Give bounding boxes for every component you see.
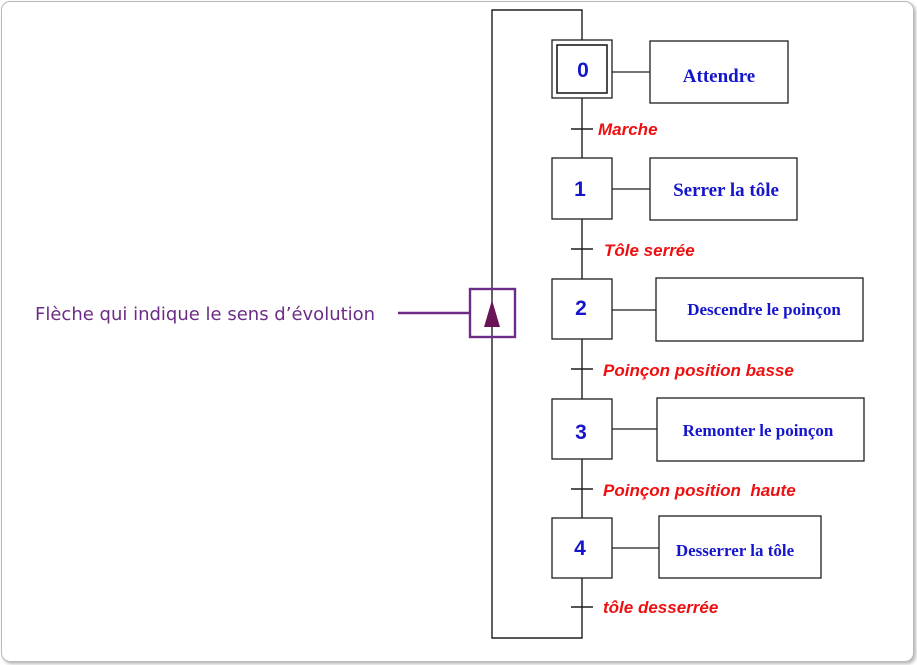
transition-0-label: Marche	[598, 120, 658, 139]
evolution-annotation: Flèche qui indique le sens d’évolution	[35, 287, 517, 339]
step-1-box	[551, 157, 613, 220]
transition-1: Tôle serrée	[571, 241, 695, 260]
step-0-outer-box	[551, 39, 613, 99]
transition-4-label: tôle desserrée	[603, 598, 718, 617]
transition-1-label: Tôle serrée	[604, 241, 695, 260]
step-2-number: 2	[575, 297, 587, 320]
step-4-action: Desserrer la tôle	[676, 541, 795, 560]
step-0-action: Attendre	[683, 66, 755, 87]
annotation-text: Flèche qui indique le sens d’évolution	[35, 304, 375, 325]
step-3-box	[551, 398, 613, 460]
step-1-action-box	[649, 157, 798, 221]
step-0-action-box	[649, 40, 789, 104]
step-4-number: 4	[574, 537, 586, 560]
annotation-arrow-box	[468, 287, 517, 339]
transition-4: tôle desserrée	[571, 598, 718, 617]
step-0: 0 Attendre	[551, 39, 789, 104]
step-3: 3 Remonter le poinçon	[551, 397, 865, 462]
transition-0: Marche	[571, 120, 658, 139]
step-3-number: 3	[575, 421, 587, 444]
step-2-action: Descendre le poinçon	[687, 300, 841, 319]
transition-2-label: Poinçon position basse	[603, 361, 794, 380]
step-1: 1 Serrer la tôle	[551, 157, 798, 221]
step-1-number: 1	[574, 178, 586, 201]
step-0-number: 0	[577, 59, 589, 82]
step-3-action-box	[656, 397, 865, 462]
step-3-action: Remonter le poinçon	[683, 421, 834, 440]
step-4-box	[551, 517, 613, 579]
step-4-action-box	[658, 515, 822, 579]
step-2-action-box	[655, 277, 864, 342]
step-2-box	[551, 278, 613, 340]
step-1-action: Serrer la tôle	[673, 180, 779, 201]
step-4: 4 Desserrer la tôle	[551, 515, 822, 579]
step-2: 2 Descendre le poinçon	[551, 277, 864, 342]
transition-3: Poinçon position haute	[571, 481, 796, 500]
step-0-inner-box	[556, 44, 608, 94]
transition-2: Poinçon position basse	[571, 361, 794, 380]
transition-3-label: Poinçon position haute	[603, 481, 796, 500]
up-arrow-icon	[484, 300, 500, 327]
